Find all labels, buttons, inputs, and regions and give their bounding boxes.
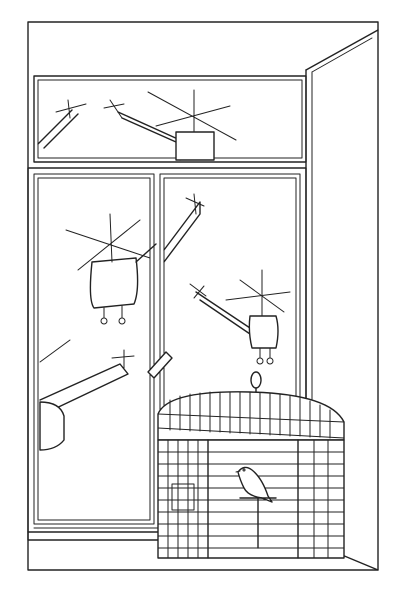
helicopter-left-pane — [65, 213, 157, 325]
birdcage — [157, 371, 345, 559]
helicopter-transom-center — [103, 89, 237, 161]
helicopter-right-pane-top — [163, 193, 205, 263]
window-latch — [147, 351, 173, 379]
bird — [235, 466, 273, 503]
helicopter-right-pane — [189, 269, 291, 365]
helicopter-transom-left — [37, 99, 87, 149]
helicopter-left-pane-lower — [39, 339, 135, 451]
